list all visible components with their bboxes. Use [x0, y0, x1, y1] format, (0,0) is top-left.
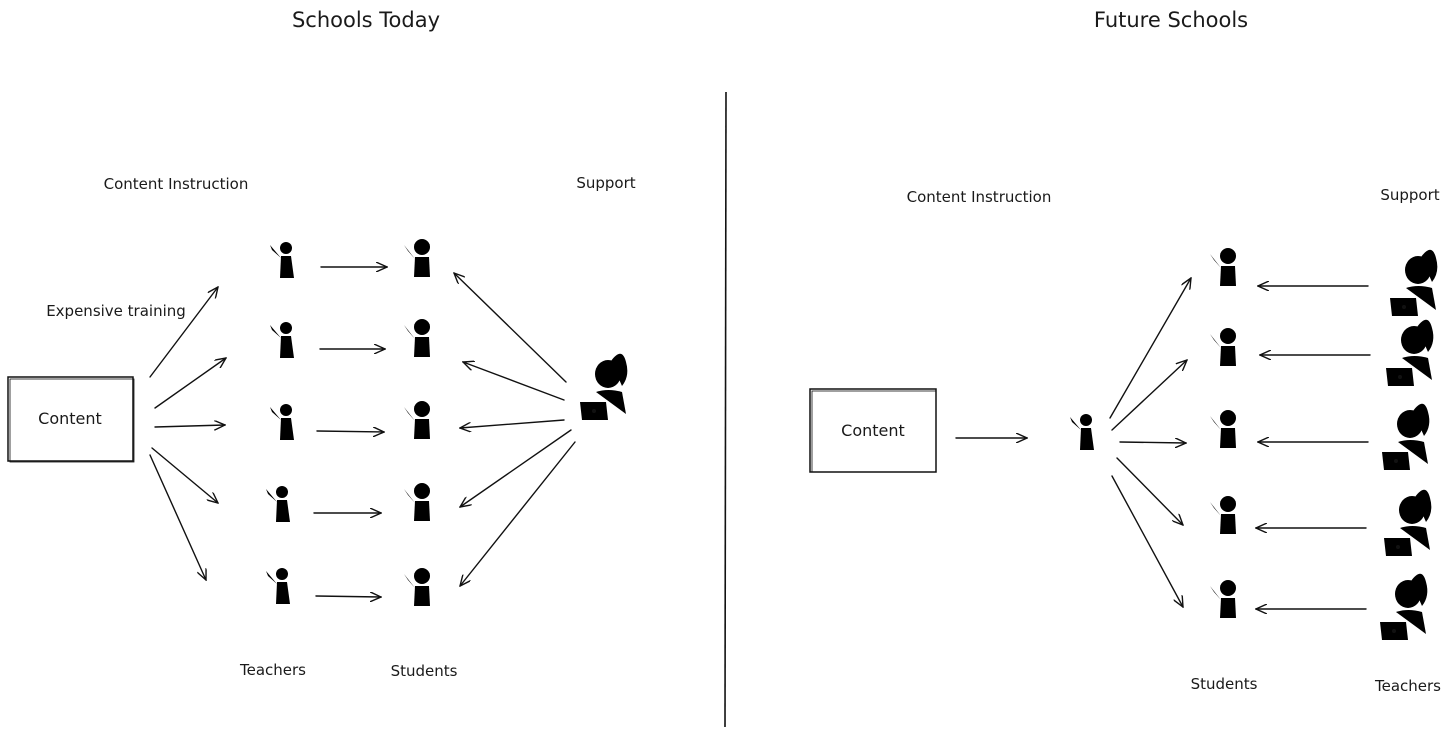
support-teacher-icon — [1386, 319, 1434, 386]
student-icon — [1210, 580, 1238, 632]
support-teacher-icon — [1390, 249, 1438, 316]
left-support-label: Support — [576, 174, 635, 192]
teacher-icon — [248, 322, 294, 376]
teacher-icon — [244, 568, 290, 622]
left-teacher-figures — [244, 242, 294, 622]
student-icon — [404, 568, 432, 620]
right-support-figures — [1380, 249, 1438, 640]
student-icon — [404, 239, 432, 291]
left-title: Schools Today — [292, 8, 440, 32]
right-support-to-student-arrows — [1256, 286, 1371, 609]
right-teachers-label: Teachers — [1374, 677, 1441, 695]
student-icon — [404, 319, 432, 371]
left-content-box — [7, 376, 135, 463]
right-students-label: Students — [1191, 675, 1258, 693]
right-content-instruction-label: Content Instruction — [907, 188, 1052, 206]
teacher-icon — [248, 242, 294, 296]
support-teacher-icon — [1382, 403, 1430, 470]
student-icon — [1210, 328, 1238, 380]
left-content-instruction-label: Content Instruction — [104, 175, 249, 193]
teacher-icon — [248, 404, 294, 458]
right-teacher-to-student-arrows — [1109, 278, 1191, 607]
right-teacher-figure — [1048, 414, 1094, 468]
student-icon — [1210, 248, 1238, 300]
right-support-label: Support — [1380, 186, 1439, 204]
left-students-label: Students — [391, 662, 458, 680]
teacher-icon — [1048, 414, 1094, 468]
support-teacher-icon — [1384, 489, 1432, 556]
right-content-box — [809, 388, 937, 473]
student-icon — [404, 483, 432, 535]
student-icon — [404, 401, 432, 453]
left-content-box-label: Content — [38, 409, 102, 428]
left-teacher-to-student-arrows — [313, 267, 387, 597]
panel-divider — [724, 91, 727, 728]
student-icon — [1210, 410, 1238, 462]
teacher-icon — [244, 486, 290, 540]
student-icon — [1210, 496, 1238, 548]
right-content-box-label: Content — [841, 421, 905, 440]
expensive-training-label: Expensive training — [46, 302, 186, 320]
right-title: Future Schools — [1094, 8, 1248, 32]
left-student-figures — [404, 239, 432, 620]
left-support-to-student-arrows — [454, 273, 576, 586]
left-content-to-teacher-arrows — [149, 287, 226, 580]
right-student-figures — [1210, 248, 1238, 632]
support-teacher-icon — [580, 353, 628, 420]
left-teachers-label: Teachers — [239, 661, 306, 679]
support-teacher-icon — [1380, 573, 1428, 640]
left-support-figure — [580, 353, 628, 420]
